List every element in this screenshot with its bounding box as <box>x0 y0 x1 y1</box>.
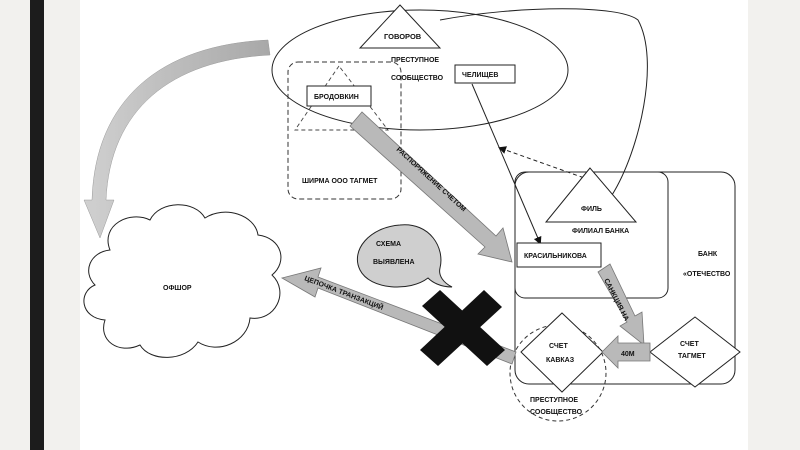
brodovkin-box <box>306 85 372 107</box>
govorov-label: ГОВОРОВ <box>384 32 422 41</box>
account-tagmet-label-2: ТАГМЕТ <box>678 353 706 360</box>
account-tagmet-diamond <box>649 316 741 388</box>
chelishchev-box <box>454 64 516 84</box>
left-accent-bar <box>30 0 44 450</box>
crime-group-bottom-label-1: ПРЕСТУПНОЕ <box>530 397 578 404</box>
offshore-label: ОФШОР <box>163 285 192 292</box>
curved-arrow-to-offshore <box>83 39 271 239</box>
crime-group-top-label-2: СООБЩЕСТВО <box>391 75 444 82</box>
govorov-triangle <box>358 4 442 49</box>
account-caucasus-label-2: КАВКАЗ <box>546 357 575 364</box>
crime-group-bottom-label-2: СООБЩЕСТВО <box>530 409 583 416</box>
screen-tagmet-label: ШИРМА ООО ТАГМЕТ <box>302 178 378 185</box>
bank-branch-label: ФИЛИАЛ БАНКА <box>572 228 629 235</box>
transfer-40m-arrow <box>601 335 651 369</box>
offshore-cloud <box>83 204 282 358</box>
account-order-label: РАСПОРЯЖЕНИЕ СЧЕТОМ <box>395 146 467 213</box>
krasilnikova-box <box>516 242 602 268</box>
bank-label-2: «ОТЕЧЕСТВО <box>683 271 731 278</box>
account-caucasus-diamond <box>520 312 604 393</box>
crime-group-top-ellipse <box>271 9 569 131</box>
account-tagmet-label-1: СЧЕТ <box>680 341 699 348</box>
fil-triangle <box>544 167 638 223</box>
blocked-cross-icon <box>420 290 505 366</box>
krasilnikova-label: КРАСИЛЬНИКОВА <box>524 253 587 260</box>
screen-tagmet-dashed-box <box>287 61 402 200</box>
transfer-40m-label: 40М <box>621 351 635 358</box>
fil-label: ФИЛЬ <box>581 206 602 213</box>
govorov-to-fil-link <box>439 8 648 196</box>
account-caucasus-label-1: СЧЕТ <box>549 343 568 350</box>
scheme-discovered-callout <box>356 224 453 288</box>
account-order-arrow <box>349 111 513 263</box>
chelishchev-label: ЧЕЛИЩЕВ <box>462 72 498 79</box>
crime-group-top-label-1: ПРЕСТУПНОЕ <box>391 57 439 64</box>
chelishchev-to-krasilnikova-line <box>471 83 542 245</box>
scheme-label-1: СХЕМА <box>376 241 401 248</box>
fil-to-group-dashed-line <box>498 146 591 181</box>
scheme-label-2: ВЫЯВЛЕНА <box>373 259 415 266</box>
sanction-arrow <box>597 263 645 346</box>
bank-label-1: БАНК <box>698 251 718 258</box>
brodovkin-label: БРОДОВКИН <box>314 94 359 101</box>
